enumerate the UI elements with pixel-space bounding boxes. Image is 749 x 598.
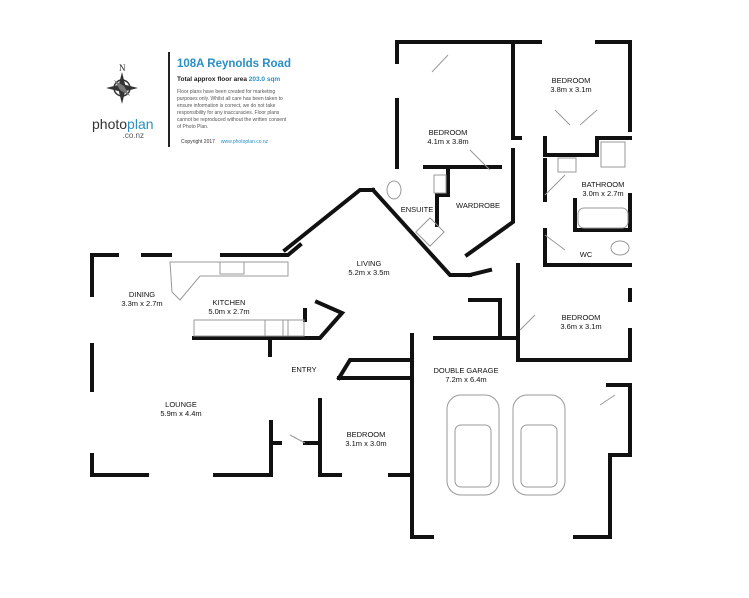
door-icon: [519, 174, 616, 406]
room-ensuite: ENSUITE: [400, 205, 434, 214]
floor-area: Total approx floor area 203.0 sqm: [177, 76, 281, 83]
toilet-icon: [386, 180, 402, 200]
kitchen-counter: [169, 261, 289, 301]
fridge-icon: [287, 319, 305, 337]
sink-icon: [219, 261, 245, 275]
basin-icon: [557, 157, 577, 173]
header-block: 108A Reynolds Road Total approx floor ar…: [173, 58, 373, 145]
property-address: 108A Reynolds Road: [177, 58, 291, 70]
photoplan-logo: N photoplan .co.nz: [92, 63, 154, 140]
svg-text:N: N: [119, 63, 126, 73]
fixtures: [169, 54, 630, 496]
website-link[interactable]: www.photoplan.co.nz: [220, 139, 269, 145]
door-icon: [469, 109, 598, 171]
disclaimer: Floor plans have been created for market…: [177, 89, 287, 130]
header-divider: [168, 52, 170, 147]
bath-icon: [577, 207, 629, 229]
oven-icon: [264, 319, 284, 337]
room-entry: ENTRY: [291, 365, 317, 374]
door-icon: [289, 54, 449, 444]
shower-icon: [600, 141, 626, 168]
shower-icon: [415, 217, 445, 247]
room-wardrobe: WARDROBE: [456, 201, 500, 210]
car-icon: [446, 394, 500, 496]
basin-icon: [433, 174, 447, 194]
toilet-icon: [610, 240, 630, 256]
car-icon: [512, 394, 566, 496]
compass-icon: N: [106, 63, 138, 104]
walls: [90, 40, 632, 539]
room-wc: WC: [579, 250, 593, 259]
